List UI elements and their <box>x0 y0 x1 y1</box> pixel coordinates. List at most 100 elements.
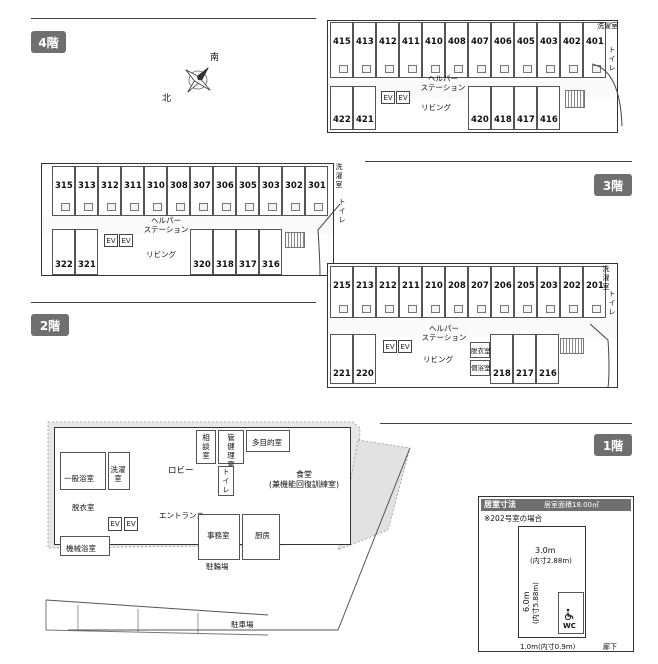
corridor-2f <box>328 319 617 337</box>
room-size-door: 1.0m(内寸0.9m) <box>520 643 576 651</box>
guest-room: 401 <box>583 22 606 78</box>
guest-room: 403 <box>537 22 560 78</box>
kitchen: 厨房 <box>255 531 270 540</box>
consult: 相 談 室 <box>202 433 210 460</box>
guest-room: 316 <box>259 229 282 275</box>
bathroom-fixture <box>430 305 440 313</box>
station-3f: ヘルパー ステーション <box>143 216 189 234</box>
guest-room: 221 <box>330 334 353 384</box>
changing-2f: 脱衣室 <box>471 347 491 355</box>
room-number: 410 <box>425 37 443 47</box>
laundry-2f: 洗濯室 <box>602 265 610 291</box>
ev-3f-b: EV <box>119 234 133 247</box>
bathroom-fixture <box>198 203 208 211</box>
stairs-4f <box>565 90 585 108</box>
room-size-depth-inner: (内寸5.88m) <box>532 582 540 624</box>
balcony-2f <box>589 323 610 389</box>
bathroom-fixture <box>407 65 417 73</box>
ev-1f-a: EV <box>108 517 122 531</box>
guest-room: 413 <box>353 22 376 78</box>
guest-room: 202 <box>560 266 583 318</box>
toilet-4f: トイレ <box>608 46 616 72</box>
toilet-room-1f <box>218 466 234 496</box>
car-parking: 駐車場 <box>231 620 254 629</box>
room-size-depth: 6.0m <box>522 591 531 612</box>
guest-room: 417 <box>514 86 537 130</box>
general-bath-room <box>60 452 106 490</box>
floor-badge-3: 3階 <box>594 174 632 196</box>
office: 事務室 <box>207 531 230 540</box>
divider-2 <box>31 302 316 303</box>
room-number: 206 <box>494 281 512 291</box>
bathroom-fixture <box>384 305 394 313</box>
room-number: 220 <box>356 369 374 379</box>
kitchen-room <box>242 514 280 560</box>
room-number: 318 <box>216 260 234 270</box>
room-number: 216 <box>539 369 557 379</box>
station-2f: ヘルパー ステーション <box>421 324 467 342</box>
room-number: 316 <box>262 260 280 270</box>
bathroom-fixture <box>129 203 139 211</box>
guest-room: 301 <box>305 166 328 216</box>
guest-room: 418 <box>491 86 514 130</box>
guest-room: 218 <box>490 334 513 384</box>
stairs-2f <box>560 338 584 354</box>
bathroom-fixture <box>244 203 254 211</box>
bathroom-fixture <box>175 203 185 211</box>
room-size-box <box>478 496 634 652</box>
room-number: 421 <box>356 115 374 125</box>
compass-south: 南 <box>210 53 220 63</box>
room-number: 301 <box>308 181 326 191</box>
ev-4f-a: EV <box>381 91 395 104</box>
bathroom-fixture <box>522 65 532 73</box>
divider-4 <box>31 18 316 19</box>
bathroom-fixture <box>522 305 532 313</box>
room-number: 213 <box>356 281 374 291</box>
bathroom-fixture <box>106 203 116 211</box>
toilet-3f: トイレ <box>338 198 346 224</box>
laundry-room-1f <box>108 452 130 490</box>
laundry-4f: 洗濯室 <box>597 22 618 30</box>
bathroom-fixture <box>545 305 555 313</box>
general-bath: 一般浴室 <box>64 474 94 483</box>
room-number: 317 <box>239 260 257 270</box>
guest-room: 312 <box>98 166 121 216</box>
bathroom-fixture <box>60 203 70 211</box>
room-number: 218 <box>493 369 511 379</box>
living-4f: リビング <box>421 103 451 112</box>
guest-room: 302 <box>282 166 305 216</box>
station-4f: ヘルパー ステーション <box>420 74 466 92</box>
wheelchair-icon <box>564 608 574 620</box>
bathroom-fixture <box>407 305 417 313</box>
multi: 多目的室 <box>252 438 282 447</box>
room-number: 407 <box>471 37 489 47</box>
toilet-1f: トイレ <box>222 468 230 494</box>
guest-room: 313 <box>75 166 98 216</box>
room-number: 202 <box>563 281 581 291</box>
bathroom-fixture <box>361 65 371 73</box>
guest-room: 217 <box>513 334 536 384</box>
changing-1f: 脱衣室 <box>72 503 95 512</box>
room-number: 408 <box>448 37 466 47</box>
bathroom-fixture <box>430 65 440 73</box>
room-number: 302 <box>285 181 303 191</box>
room-number: 311 <box>124 181 142 191</box>
room-number: 308 <box>170 181 188 191</box>
office-room <box>198 514 240 560</box>
guest-room: 315 <box>52 166 75 216</box>
guest-room: 201 <box>583 266 606 318</box>
room-size-subtitle: ※202号室の場合 <box>484 514 543 523</box>
guest-room: 422 <box>330 86 353 130</box>
room-number: 416 <box>540 115 558 125</box>
multi-room <box>246 430 290 452</box>
bath-2f: 個浴室 <box>471 364 491 372</box>
guest-room: 311 <box>121 166 144 216</box>
room-number: 201 <box>586 281 604 291</box>
compass-north: 北 <box>162 94 172 104</box>
guest-room: 416 <box>537 86 560 130</box>
compass-icon <box>185 67 211 93</box>
ev-3f-a: EV <box>104 234 118 247</box>
health: 管 健 理 室 <box>227 433 235 469</box>
guest-room: 421 <box>353 86 376 130</box>
bathroom-fixture <box>361 305 371 313</box>
